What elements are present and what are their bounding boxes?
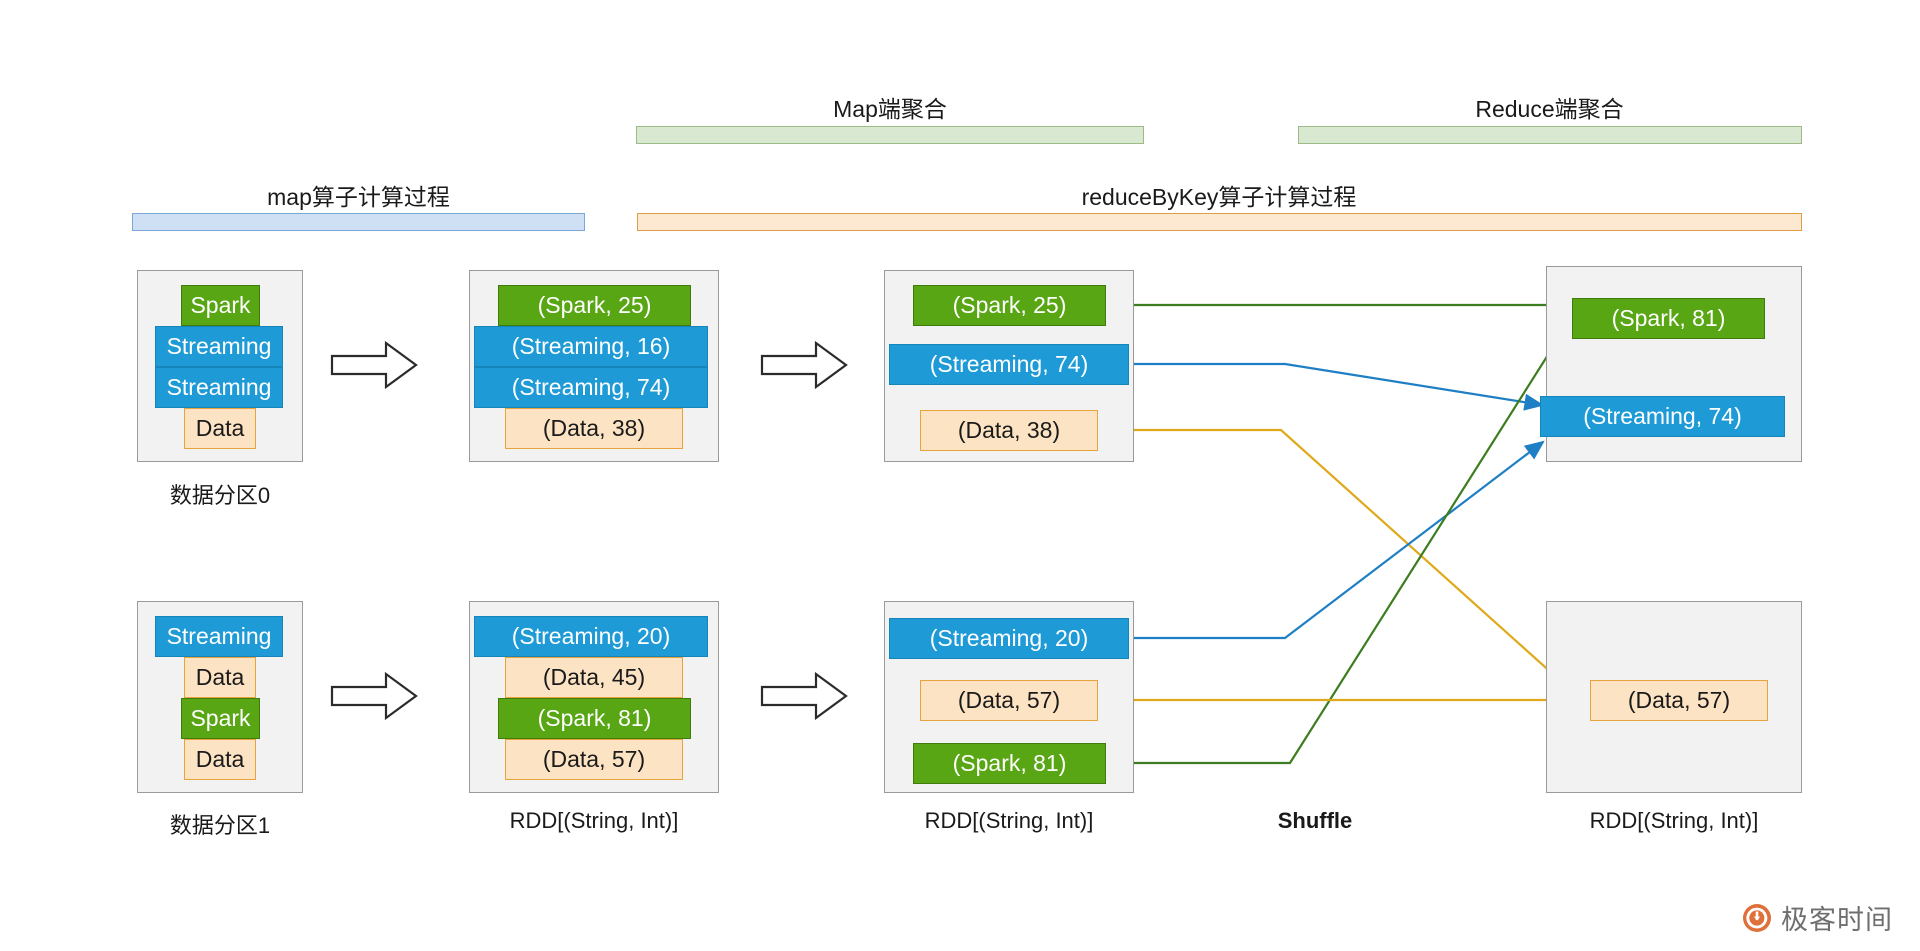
mapped-item-1-1[interactable]: (Data, 45) (505, 657, 683, 698)
source-item-1-0[interactable]: Streaming (155, 616, 283, 657)
source-item-1-2[interactable]: Spark (181, 698, 260, 739)
source-item-0-1[interactable]: Streaming (155, 326, 283, 367)
reduce-arrow-bottom (760, 671, 848, 721)
caption-source-partition-0: 数据分区0 (169, 483, 271, 508)
phase-label-map-agg: Map端聚合 (833, 96, 947, 122)
reduced-item-0-1[interactable]: (Streaming, 74) (1540, 396, 1785, 437)
mapped-item-1-0[interactable]: (Streaming, 20) (474, 616, 708, 657)
mapagg-item-0-2[interactable]: (Data, 38) (920, 410, 1098, 451)
source-item-0-2[interactable]: Streaming (155, 367, 283, 408)
source-item-1-3[interactable]: Data (184, 739, 256, 780)
phase-bar-map-op (132, 213, 585, 231)
mapped-item-1-2[interactable]: (Spark, 81) (498, 698, 691, 739)
source-item-1-1[interactable]: Data (184, 657, 256, 698)
source-item-0-3[interactable]: Data (184, 408, 256, 449)
phase-label-reduce-agg: Reduce端聚合 (1475, 96, 1624, 122)
mapagg-item-0-0[interactable]: (Spark, 25) (913, 285, 1106, 326)
mapagg-item-0-1[interactable]: (Streaming, 74) (889, 344, 1129, 385)
phase-bar-reduce-agg (1298, 126, 1802, 144)
phase-label-reduce-by-key-op: reduceByKey算子计算过程 (1081, 184, 1357, 210)
mapagg-item-1-0[interactable]: (Streaming, 20) (889, 618, 1129, 659)
mapagg-item-1-2[interactable]: (Spark, 81) (913, 743, 1106, 784)
mapagg-item-1-1[interactable]: (Data, 57) (920, 680, 1098, 721)
phase-label-map-op: map算子计算过程 (267, 184, 450, 210)
mapped-item-0-0[interactable]: (Spark, 25) (498, 285, 691, 326)
caption-mapped-rdd: RDD[(String, Int)] (509, 808, 679, 833)
mapped-item-0-1[interactable]: (Streaming, 16) (474, 326, 708, 367)
reduced-item-0-0[interactable]: (Spark, 81) (1572, 298, 1765, 339)
map-arrow-top (330, 340, 418, 390)
reduce-arrow-top (760, 340, 848, 390)
source-item-0-0[interactable]: Spark (181, 285, 260, 326)
phase-bar-reduce-by-key-op (637, 213, 1802, 231)
mapped-item-0-3[interactable]: (Data, 38) (505, 408, 683, 449)
reduced-item-1-0[interactable]: (Data, 57) (1590, 680, 1768, 721)
shuffle-label: Shuffle (1277, 808, 1353, 833)
caption-mapagg-rdd: RDD[(String, Int)] (924, 808, 1094, 833)
map-arrow-bottom (330, 671, 418, 721)
mapped-item-1-3[interactable]: (Data, 57) (505, 739, 683, 780)
watermark: 极客时间 (1742, 898, 1893, 937)
caption-source-partition-1: 数据分区1 (169, 813, 271, 838)
geekbang-logo-icon (1743, 903, 1771, 932)
watermark-text: 极客时间 (1781, 905, 1893, 935)
mapped-item-0-2[interactable]: (Streaming, 74) (474, 367, 708, 408)
phase-bar-map-agg (636, 126, 1144, 144)
caption-reduced-rdd: RDD[(String, Int)] (1589, 808, 1759, 833)
